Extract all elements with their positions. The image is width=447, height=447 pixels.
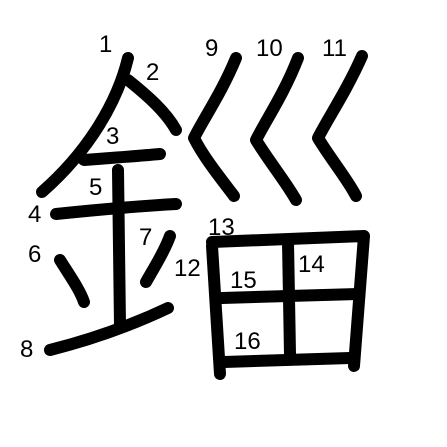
stroke-number-11: 11 — [322, 35, 347, 62]
stroke-11 — [312, 50, 368, 202]
stroke-number-3: 3 — [106, 123, 119, 150]
stroke-number-10: 10 — [256, 35, 283, 62]
stroke-number-14: 14 — [298, 251, 325, 278]
stroke-number-13: 13 — [208, 214, 235, 241]
stroke-10 — [250, 52, 304, 206]
stroke-number-5: 5 — [89, 174, 102, 201]
stroke-16 — [218, 352, 356, 368]
stroke-number-12: 12 — [174, 255, 201, 282]
stroke-2 — [122, 74, 182, 136]
stroke-number-2: 2 — [146, 59, 159, 86]
stroke-number-8: 8 — [20, 336, 33, 363]
stroke-5 — [112, 164, 126, 332]
stroke-3 — [78, 148, 166, 166]
stroke-6 — [54, 254, 90, 308]
stroke-15 — [216, 288, 364, 304]
stroke-number-1: 1 — [99, 31, 112, 58]
stroke-12 — [206, 240, 226, 380]
stroke-9 — [188, 52, 242, 202]
stroke-13 — [206, 230, 370, 372]
stroke-number-4: 4 — [28, 201, 41, 228]
stroke-8 — [44, 302, 174, 356]
stroke-number-7: 7 — [139, 224, 152, 251]
stroke-number-15: 15 — [230, 267, 257, 294]
stroke-number-16: 16 — [234, 328, 261, 355]
stroke-number-9: 9 — [205, 35, 218, 62]
stroke-7 — [140, 230, 176, 288]
stroke-1 — [36, 52, 134, 198]
stroke-number-6: 6 — [28, 241, 41, 268]
